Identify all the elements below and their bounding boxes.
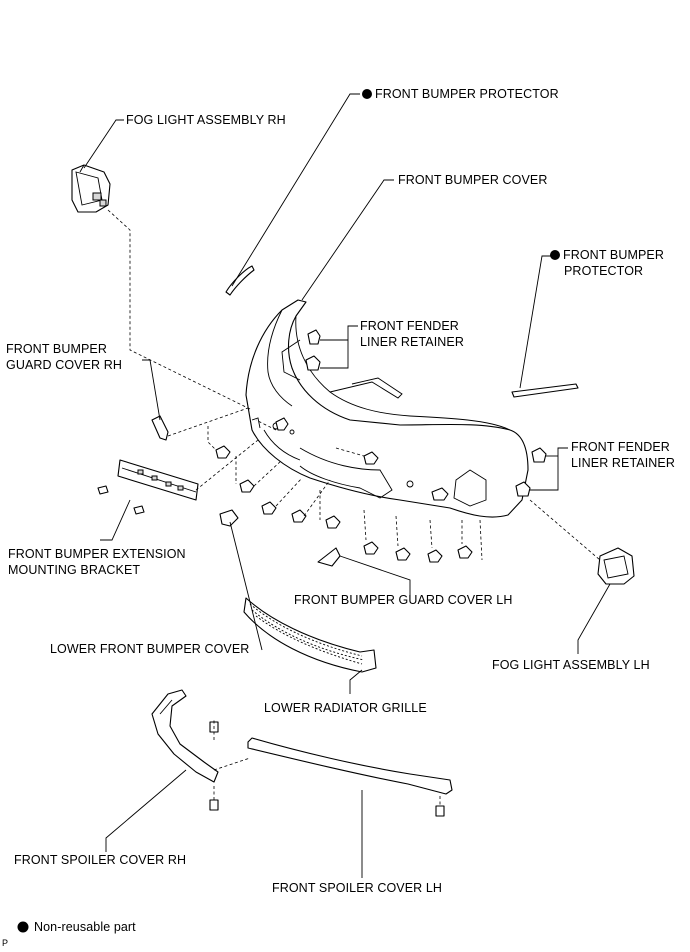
label-front-spoiler-cover-rh: FRONT SPOILER COVER RH bbox=[14, 853, 187, 867]
label-guard-cover-lh: FRONT BUMPER GUARD COVER LH bbox=[294, 593, 513, 607]
label-fender-liner-retainer-1: FRONT FENDER bbox=[360, 319, 459, 333]
extension-mounting-bracket bbox=[117, 459, 199, 501]
label-front-bumper-protector-top: FRONT BUMPER PROTECTOR bbox=[362, 86, 559, 102]
label-front-bumper-protector-right: FRONT BUMPER bbox=[550, 247, 664, 263]
clips bbox=[215, 417, 473, 563]
fender-liner-retainer-upper bbox=[305, 329, 321, 371]
label-fender-liner-retainer-2-line2: LINER RETAINER bbox=[571, 456, 675, 470]
fog-light-lh bbox=[597, 547, 635, 585]
label-lower-radiator-grille: LOWER RADIATOR GRILLE bbox=[264, 701, 427, 715]
label-front-bumper-cover: FRONT BUMPER COVER bbox=[398, 173, 548, 187]
fog-light-rh bbox=[71, 164, 111, 213]
label-lower-front-bumper-cover: LOWER FRONT BUMPER COVER bbox=[50, 642, 250, 656]
assembly-dashed-lines bbox=[107, 209, 601, 806]
lower-radiator-grille bbox=[243, 597, 377, 673]
label-fender-liner-retainer-1-line2: LINER RETAINER bbox=[360, 335, 464, 349]
legend-dot bbox=[17, 921, 29, 933]
bolts-bracket bbox=[97, 485, 145, 515]
spoiler-screws bbox=[209, 721, 445, 817]
fender-liner-retainer-right bbox=[515, 447, 547, 497]
label-fog-light-lh: FOG LIGHT ASSEMBLY LH bbox=[492, 658, 650, 672]
label-extension-bracket: FRONT BUMPER EXTENSION bbox=[8, 547, 186, 561]
front-bumper-protector-right bbox=[511, 383, 579, 398]
non-reusable-dot-icon bbox=[550, 250, 560, 260]
label-guard-cover-rh: FRONT BUMPER bbox=[6, 342, 107, 356]
front-bumper-protector-upper bbox=[225, 265, 255, 296]
lower-front-bumper-cover bbox=[219, 509, 239, 527]
label-front-spoiler-cover-lh: FRONT SPOILER COVER LH bbox=[272, 881, 443, 895]
corner-mark: P bbox=[2, 938, 9, 948]
label-front-bumper-protector-right-line2: PROTECTOR bbox=[564, 264, 644, 278]
front-bumper-cover bbox=[245, 299, 529, 518]
guard-cover-rh bbox=[151, 415, 169, 441]
front-spoiler-cover-rh bbox=[151, 689, 219, 783]
non-reusable-dot-icon bbox=[362, 89, 372, 99]
legend-non-reusable: Non-reusable part bbox=[34, 920, 136, 934]
front-spoiler-cover-lh bbox=[247, 737, 453, 795]
label-fog-light-rh: FOG LIGHT ASSEMBLY RH bbox=[126, 113, 286, 127]
guard-cover-lh bbox=[317, 547, 341, 567]
leader-lines bbox=[83, 93, 611, 878]
label-extension-bracket-line2: MOUNTING BRACKET bbox=[8, 563, 141, 577]
label-fender-liner-retainer-2: FRONT FENDER bbox=[571, 440, 670, 454]
label-guard-cover-rh-line2: GUARD COVER RH bbox=[6, 358, 122, 372]
